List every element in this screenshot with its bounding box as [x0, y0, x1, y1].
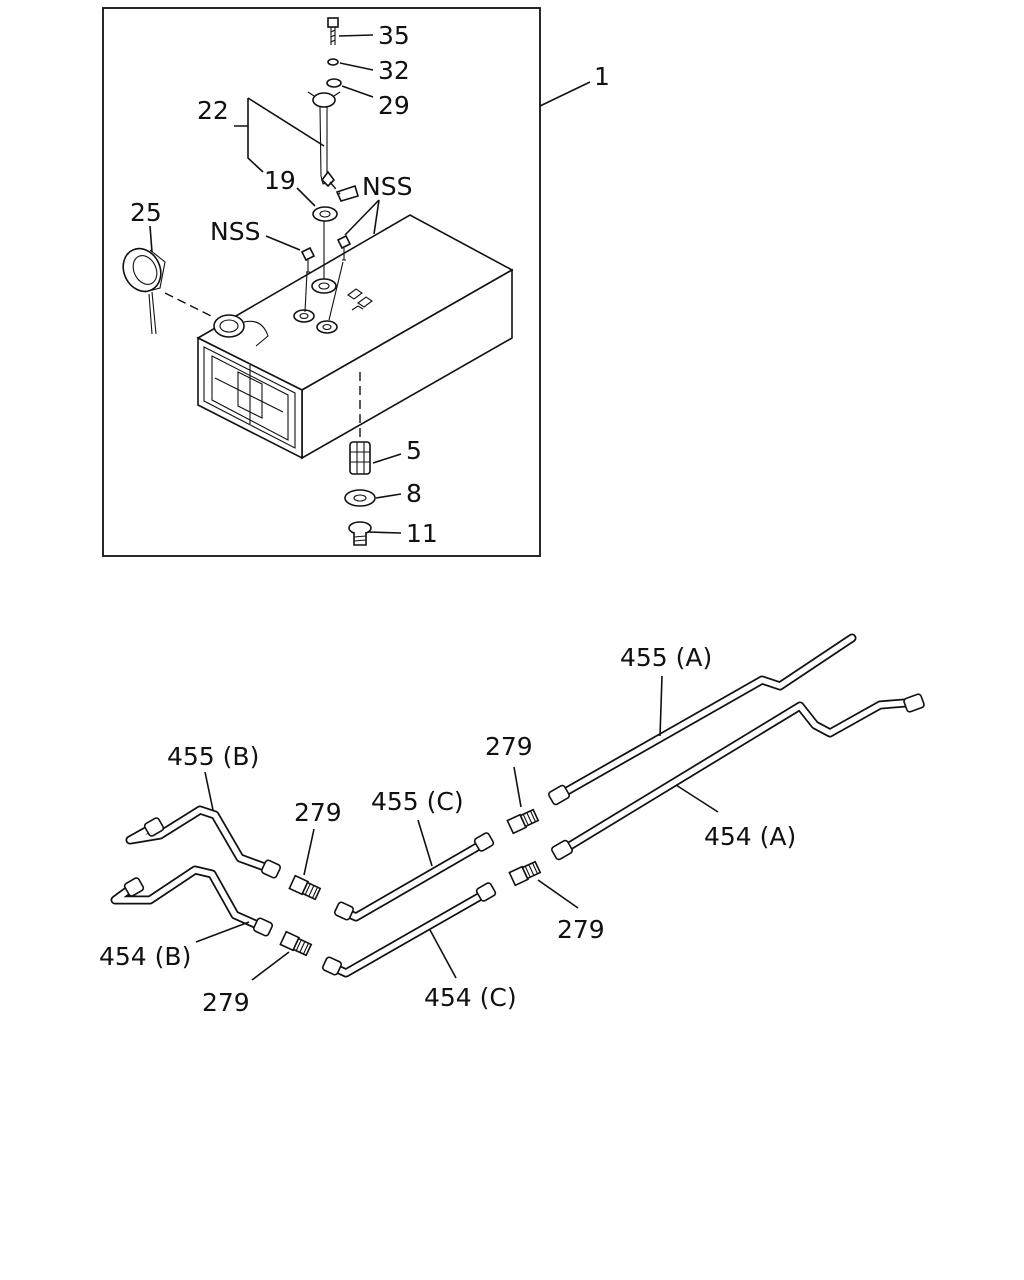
- callout-32: 32: [378, 56, 410, 85]
- callout-455b: 455 (B): [167, 742, 259, 771]
- callout-454b: 454 (B): [99, 942, 191, 971]
- callout-279-lower-left: 279: [202, 988, 250, 1017]
- union-279-2: [288, 874, 322, 901]
- fuel-pipes: [110, 633, 910, 978]
- callout-279-lower-right: 279: [557, 915, 605, 944]
- callout-454a: 454 (A): [704, 822, 796, 851]
- callout-279-upper-left: 279: [294, 798, 342, 827]
- fuel-tank: [196, 214, 514, 460]
- fuel-sender-unit: [300, 17, 359, 321]
- leader-lines-bottom: [195, 675, 719, 981]
- union-fittings: [279, 808, 542, 957]
- callout-279-upper-right: 279: [485, 732, 533, 761]
- union-279-1: [506, 808, 540, 835]
- callout-nss-right: NSS: [362, 172, 412, 201]
- pipe-end-nuts: [123, 693, 925, 976]
- filler-cap: [122, 247, 216, 335]
- callout-11: 11: [406, 519, 438, 548]
- union-279-3: [508, 860, 542, 887]
- callout-5: 5: [406, 436, 422, 465]
- callout-1: 1: [594, 62, 610, 91]
- assembly-frame: [102, 7, 541, 557]
- callout-19: 19: [264, 166, 296, 195]
- callout-8: 8: [406, 479, 422, 508]
- callout-455c: 455 (C): [371, 787, 464, 816]
- callout-25: 25: [130, 198, 162, 227]
- union-279-4: [279, 930, 313, 957]
- callout-22: 22: [197, 96, 229, 125]
- leader-lines-top: [149, 34, 591, 534]
- callout-35: 35: [378, 21, 410, 50]
- callout-nss-left: NSS: [210, 217, 260, 246]
- callout-455a: 455 (A): [620, 643, 712, 672]
- callout-29: 29: [378, 91, 410, 120]
- callout-454c: 454 (C): [424, 983, 517, 1012]
- drain-assembly: [344, 441, 376, 546]
